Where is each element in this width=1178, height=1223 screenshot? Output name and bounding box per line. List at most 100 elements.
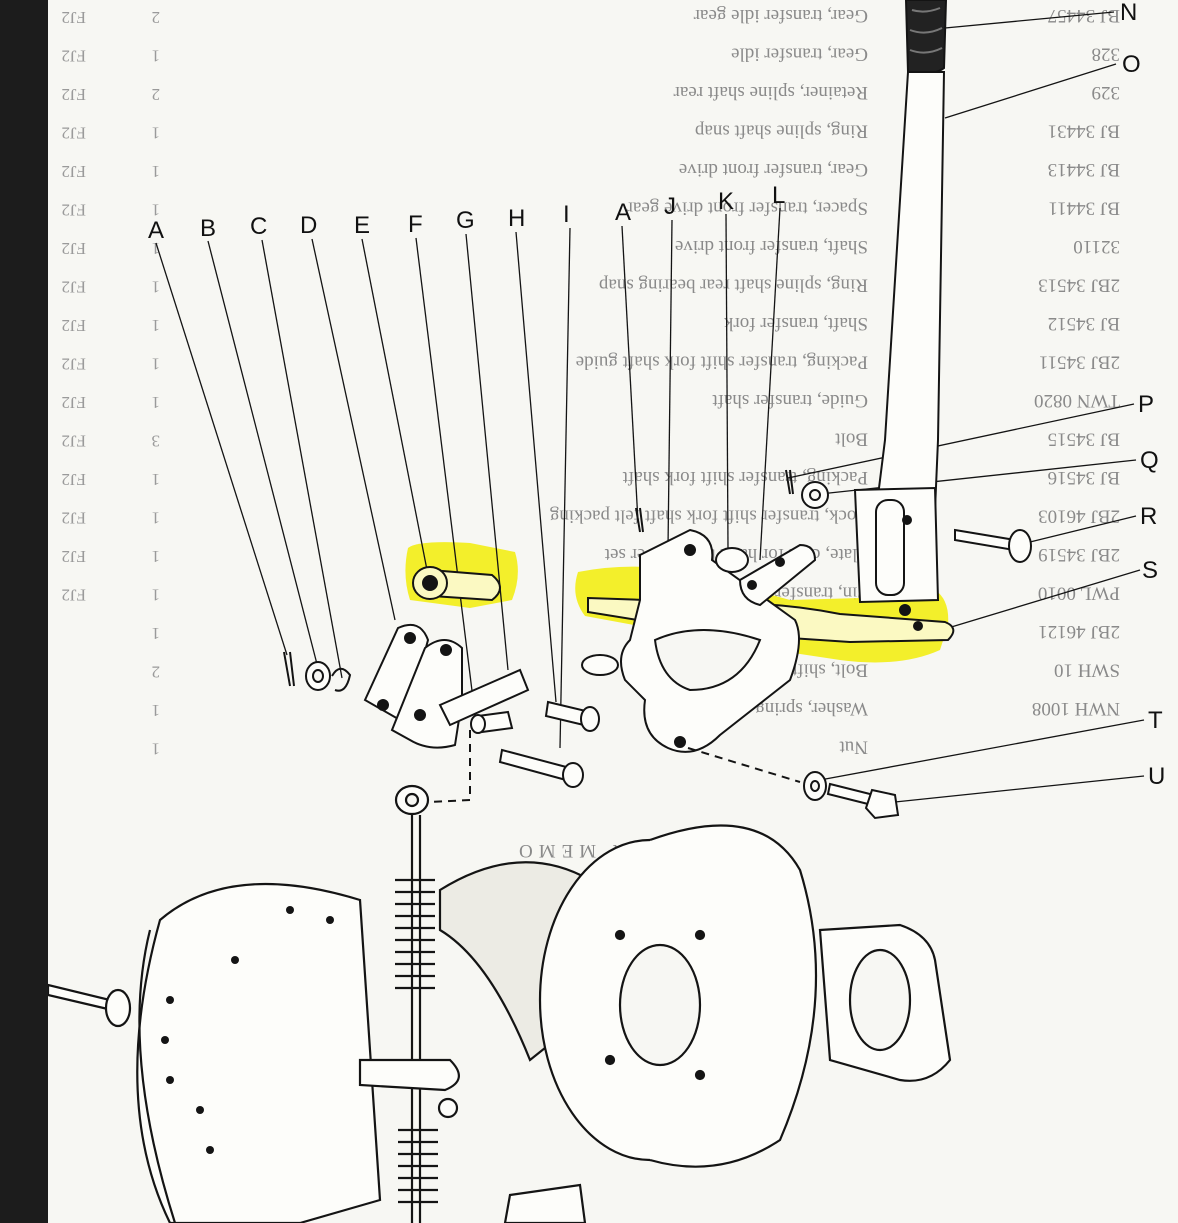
dark-left-margin <box>0 0 48 1223</box>
callout-T: T <box>1148 707 1163 734</box>
callout-A: A <box>148 217 164 244</box>
small-hardware <box>283 469 1032 820</box>
callout-G: G <box>456 207 475 234</box>
show-through-description: Washer, spring <box>755 698 868 719</box>
lever-link <box>358 1058 460 1092</box>
callout-O: O <box>1122 51 1141 78</box>
show-through-quantity: 1 <box>152 316 161 335</box>
show-through-quantity: 1 <box>152 586 161 605</box>
callout-N: N <box>1120 0 1137 26</box>
show-through-code: FJ2 <box>61 586 86 605</box>
show-through-quantity: 1 <box>152 393 161 412</box>
bolt-r <box>954 528 1032 563</box>
callout-K: K <box>718 188 734 215</box>
show-through-quantity: 2 <box>152 8 161 27</box>
show-through-code: FJ2 <box>61 278 86 297</box>
show-through-code: FJ2 <box>61 124 86 143</box>
show-through-part-number: 2BJ 46121 <box>1038 621 1120 642</box>
show-through-description: Gear, transfer front drive <box>679 159 868 180</box>
brake-band <box>136 882 382 1223</box>
callout-E: E <box>354 212 370 239</box>
callout-J: J <box>664 193 676 220</box>
show-through-code: FJ2 <box>61 85 86 104</box>
show-through-description: Gear, transfer idle <box>731 44 868 65</box>
callout-B: B <box>200 215 216 242</box>
callout-U: U <box>1148 763 1165 790</box>
show-through-quantity: 1 <box>152 701 161 720</box>
show-through-code: FJ2 <box>61 201 86 220</box>
show-through-part-number: 2BJ 34513 <box>1038 275 1120 296</box>
show-through-description: Lock, transfer shift fork shaft felt pac… <box>549 506 868 527</box>
show-through-quantity: 1 <box>152 239 161 258</box>
show-through-description: Gear, transfer idle gear <box>693 5 868 26</box>
show-through-part-number: BJ 34431 <box>1048 121 1120 142</box>
cotter-pin-second <box>635 507 644 533</box>
show-through-quantity: 1 <box>152 355 161 374</box>
show-through-code: FJ2 <box>61 393 86 412</box>
show-through-quantity: 1 <box>152 278 161 297</box>
show-through-quantity: 1 <box>152 201 161 220</box>
show-through-code: FJ2 <box>61 316 86 335</box>
show-through-code: FJ2 <box>61 432 86 451</box>
callout-P: P <box>1138 391 1154 418</box>
callout-L: L <box>772 182 785 209</box>
callout-C: C <box>250 213 267 240</box>
brake-drum-assembly <box>48 784 952 1223</box>
show-through-code: FJ2 <box>61 355 86 374</box>
callout-F: F <box>408 211 423 238</box>
show-through-quantity: 1 <box>152 740 161 759</box>
show-through-part-number: BJ 34413 <box>1048 159 1120 180</box>
show-through-quantity: 1 <box>152 624 161 643</box>
cam-plate <box>581 528 800 753</box>
show-through-quantity: 1 <box>152 47 161 66</box>
cotter-pin <box>283 651 295 687</box>
show-through-code: FJ2 <box>61 162 86 181</box>
show-through-part-number: SWH 10 <box>1054 660 1120 681</box>
show-through-part-number: 32110 <box>1073 236 1120 257</box>
show-through-description: Ring, spline shaft snap <box>695 121 868 142</box>
show-through-description: Guide, transfer shaft <box>712 390 868 411</box>
show-through-part-number: BJ 34411 <box>1048 198 1120 219</box>
callout-H: H <box>508 205 525 232</box>
show-through-description: Ring, spline shaft rear bearing snap <box>599 275 868 296</box>
show-through-description: Bolt <box>835 429 868 450</box>
show-through-code: FJ2 <box>61 8 86 27</box>
show-through-code: FJ2 <box>61 47 86 66</box>
show-through-part-number: 328 <box>1092 44 1121 65</box>
show-through-quantity: 1 <box>152 547 161 566</box>
adjuster-screw <box>48 983 114 1012</box>
show-through-part-number: 2BJ 34519 <box>1038 544 1120 565</box>
show-through-part-number: PWL 0010 <box>1038 583 1120 604</box>
show-through-code: FJ2 <box>61 547 86 566</box>
cotter-pin-p <box>785 469 794 495</box>
show-through-quantity: 1 <box>152 124 161 143</box>
show-through-part-number: 2BJ 46103 <box>1038 506 1120 527</box>
link-plate <box>715 543 817 607</box>
show-through-part-number: BJ 34515 <box>1048 429 1120 450</box>
show-through-description: Packing, transfer shift fork shaft guide <box>576 352 868 373</box>
show-through-quantity: 3 <box>152 432 161 451</box>
show-through-code: FJ2 <box>61 470 86 489</box>
show-through-quantity: 2 <box>152 85 161 104</box>
show-through-part-number: TWN 0820 <box>1034 390 1120 411</box>
show-through-part-number: 329 <box>1092 82 1121 103</box>
callout-A-second: A <box>615 199 631 226</box>
spring-washer-c <box>331 667 352 692</box>
hand-brake-lever <box>853 0 948 616</box>
show-through-quantity: 1 <box>152 509 161 528</box>
callout-D: D <box>300 212 317 239</box>
lower-spring <box>398 1128 438 1204</box>
show-through-quantity: 2 <box>152 663 161 682</box>
leader-lines <box>155 11 1145 803</box>
show-through-part-number: BJ 34516 <box>1048 467 1120 488</box>
show-through-quantity: 1 <box>152 470 161 489</box>
show-through-part-number: 2BJ 34511 <box>1039 352 1120 373</box>
clevis-pin-i <box>498 748 572 782</box>
show-through-description: Shaft, transfer front drive <box>675 236 868 257</box>
callout-labels: A B C D E F G H I A J K L N O P Q R S T … <box>148 0 1165 790</box>
show-through-part-number: NWH 1008 <box>1032 698 1120 719</box>
bolt-u <box>826 782 900 820</box>
